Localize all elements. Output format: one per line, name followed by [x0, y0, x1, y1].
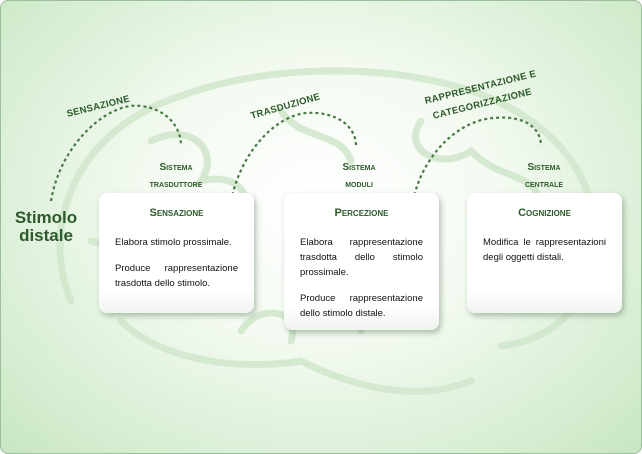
system-title-line2: centrale — [524, 179, 564, 190]
system-title-line1: Sistema — [159, 162, 193, 173]
system-title-centrale: Sistema centrale — [499, 159, 589, 193]
system-heading: Sensazione — [149, 207, 204, 219]
arc-sensazione — [49, 104, 183, 202]
arc-trasduzione — [229, 111, 358, 202]
system-description: Elabora stimolo prossimale. Produce rapp… — [99, 235, 254, 291]
system-title-line1: Sistema — [527, 162, 561, 173]
system-heading: Percezione — [334, 207, 389, 219]
system-title-line2: trasduttore — [149, 179, 203, 190]
system-title-moduli: Sistema moduli — [314, 159, 404, 193]
stimolo-distale-label: Stimolo distale — [14, 208, 78, 245]
system-box-sensazione: Sensazione Elabora stimolo prossimale. P… — [99, 193, 254, 313]
arc-rappresentazione — [411, 116, 543, 202]
system-title-trasduttore: Sistema trasduttore — [131, 159, 221, 193]
system-title-line2: moduli — [345, 179, 373, 190]
system-box-cognizione: Cognizione Modifica le rappresentazioni … — [467, 193, 622, 313]
description-paragraph: Modifica le rappresentazioni degli ogget… — [483, 237, 606, 263]
description-paragraph: Produce rappresentazione dello stimolo d… — [300, 293, 423, 319]
system-box-percezione: Percezione Elabora rappresentazione tras… — [284, 193, 439, 330]
system-heading: Cognizione — [518, 207, 571, 219]
description-paragraph: Elabora stimolo prossimale. — [115, 237, 232, 248]
description-paragraph: Produce rappresentazione trasdotta dello… — [115, 263, 238, 289]
description-paragraph: Elabora rappresentazione trasdotta dello… — [300, 237, 423, 278]
system-title-line1: Sistema — [342, 162, 376, 173]
system-description: Elabora rappresentazione trasdotta dello… — [284, 235, 439, 321]
system-description: Modifica le rappresentazioni degli ogget… — [467, 235, 622, 265]
